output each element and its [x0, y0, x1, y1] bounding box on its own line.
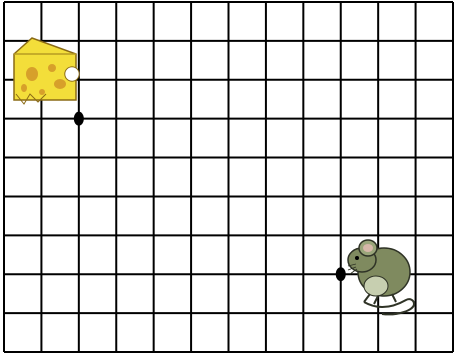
cheese-icon — [14, 38, 79, 104]
mouse-dot — [336, 267, 346, 281]
cheese-dot — [74, 112, 84, 126]
mouse-icon — [348, 240, 414, 314]
